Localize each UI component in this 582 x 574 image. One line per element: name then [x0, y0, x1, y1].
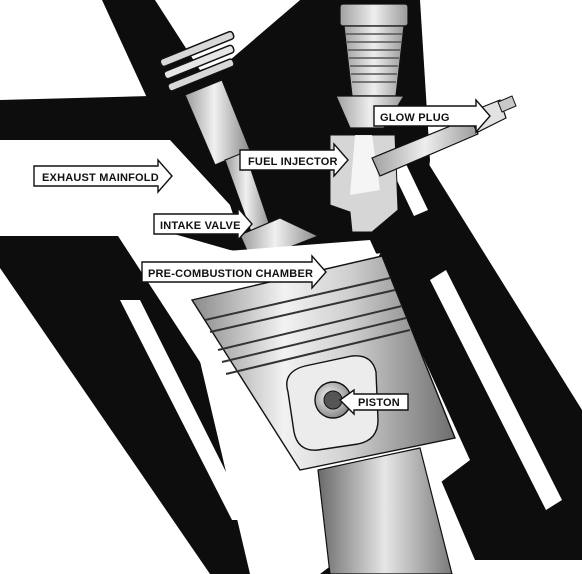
- exhaust-upper-wall: [0, 96, 170, 140]
- label-exhaust-manifold: EXHAUST MAINFOLD: [33, 158, 173, 194]
- arrow-glow-plug: [373, 98, 491, 134]
- intake-valve-assembly: [159, 30, 320, 263]
- label-intake-valve-text: INTAKE VALVE: [160, 220, 241, 232]
- water-jacket-right: [430, 270, 562, 510]
- valve-spring: [159, 30, 235, 92]
- arrow-intake-valve: [153, 206, 253, 242]
- injector-body: [343, 25, 405, 97]
- arrow-piston: [338, 388, 409, 416]
- label-glow-plug-text: GLOW PLUG: [380, 112, 450, 124]
- label-pre-combustion-chamber: PRE-COMBUSTION CHAMBER: [141, 254, 327, 290]
- water-jacket-upper: [392, 164, 428, 216]
- label-piston: PISTON: [338, 388, 409, 416]
- piston-rings: [204, 277, 411, 375]
- label-pre-combustion-chamber-text: PRE-COMBUSTION CHAMBER: [148, 268, 313, 280]
- label-fuel-injector-text: FUEL INJECTOR: [248, 156, 338, 168]
- injector-threads: [346, 33, 402, 83]
- fuel-spray: [350, 135, 380, 195]
- piston: [190, 255, 456, 471]
- connecting-rod: [317, 447, 453, 574]
- label-exhaust-manifold-text: EXHAUST MAINFOLD: [42, 172, 159, 184]
- arrow-fuel-injector: [239, 142, 349, 178]
- arrow-exhaust-manifold: [33, 158, 173, 194]
- label-piston-text: PISTON: [358, 397, 400, 409]
- arrow-pre-combustion-chamber: [141, 254, 327, 290]
- injector-cap: [339, 3, 409, 27]
- exhaust-passage: [0, 140, 240, 235]
- water-jacket-left: [120, 300, 250, 520]
- label-fuel-injector: FUEL INJECTOR: [239, 142, 349, 178]
- label-glow-plug: GLOW PLUG: [373, 98, 491, 134]
- label-intake-valve: INTAKE VALVE: [153, 206, 253, 242]
